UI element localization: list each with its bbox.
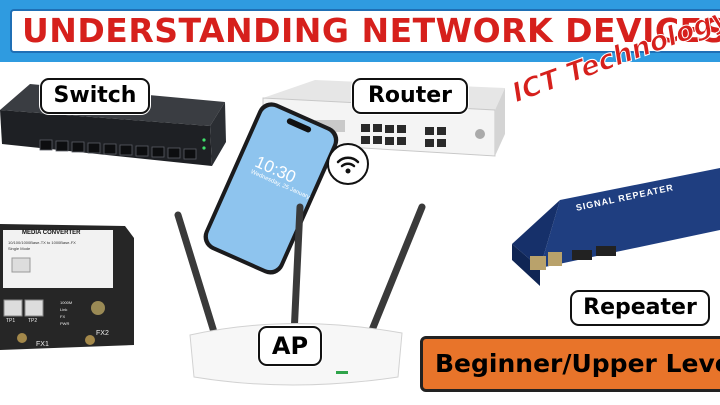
indicator-fx: FX (60, 314, 66, 319)
media-converter-image (0, 224, 134, 350)
repeater-label: Repeater (570, 290, 710, 326)
port-label-tp2: TP2 (28, 318, 38, 324)
indicator-pwr: PWR (60, 321, 70, 326)
switch-label: Switch (40, 78, 150, 114)
ap-label: AP (258, 326, 322, 366)
smartphone-image (203, 102, 339, 275)
media-converter-mode: Single Mode (8, 246, 31, 251)
page-title: UNDERSTANDING NETWORK DEVICES (22, 11, 720, 50)
indicator-1000m: 1000M (60, 300, 73, 305)
title-frame (10, 9, 720, 53)
port-label-tp1: TP1 (6, 318, 16, 324)
indicator-link: Link (60, 307, 68, 312)
signal-repeater-image (512, 168, 720, 286)
media-converter-title: MEDIA CONVERTER (22, 230, 81, 236)
level-badge: Beginner/Upper Level (420, 336, 720, 392)
wifi-badge-icon (327, 143, 369, 185)
media-converter-spec: 10/100/1000Base-TX to 1000Base-FX (8, 240, 76, 245)
router-label: Router (352, 78, 468, 114)
level-text: Beginner/Upper Level (435, 349, 720, 378)
port-label-fx1: FX1 (36, 341, 49, 348)
title-banner: UNDERSTANDING NETWORK DEVICES (0, 0, 720, 62)
port-label-fx2: FX2 (96, 330, 109, 337)
